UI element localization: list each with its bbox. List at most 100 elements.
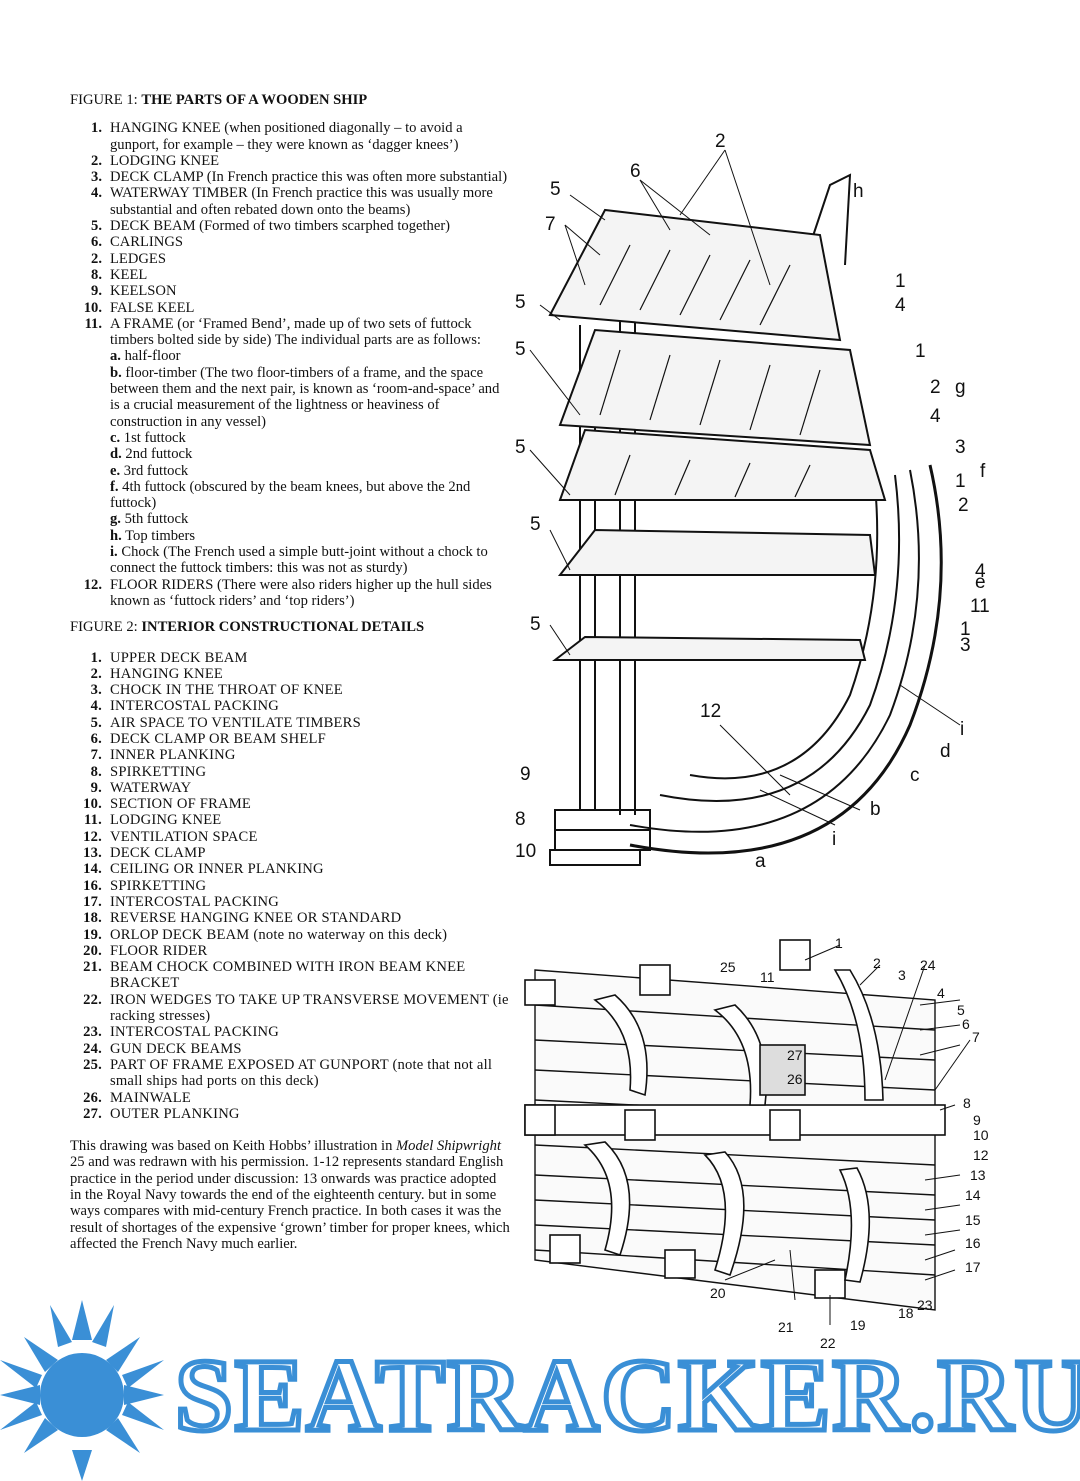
frame-part: h. Top timbers: [110, 527, 196, 544]
watermark-text: SEATRACKER.RU: [175, 1338, 1080, 1453]
decks: [548, 208, 887, 661]
list-item: 2.LODGING KNEE: [91, 152, 220, 169]
callout-label: 1: [835, 935, 843, 951]
callout-label: 6: [630, 161, 641, 182]
callout-label: 6: [962, 1016, 970, 1032]
list-item: 7.INNER PLANKING: [90, 747, 236, 764]
callout-label: 5: [515, 292, 526, 313]
callout-label: 21: [778, 1319, 794, 1335]
callout-label: 10: [515, 841, 536, 862]
callout-label: b: [870, 799, 881, 820]
list-item: 22.IRON WEDGES TO TAKE UP TRANSVERSE MOV…: [83, 991, 509, 1025]
callout-label: 3: [960, 635, 971, 656]
callout-label: g: [955, 377, 966, 398]
callout-label: 1: [955, 471, 966, 492]
callout-label: 2: [930, 377, 941, 398]
list-item: 12.VENTILATION SPACE: [83, 828, 258, 845]
list-item: 2.HANGING KNEE: [90, 665, 224, 682]
list-item: 17.INTERCOSTAL PACKING: [83, 893, 279, 910]
callout-label: 2: [873, 955, 881, 971]
list-item: 8.KEEL: [91, 266, 148, 283]
callout-label: 11: [760, 969, 775, 985]
list-item: 6.DECK CLAMP OR BEAM SHELF: [90, 730, 326, 747]
callout-label: h: [853, 181, 864, 202]
figure2-section: FIGURE 2: INTERIOR CONSTRUCTIONAL DETAIL…: [70, 619, 510, 1122]
list-item: 5.DECK BEAM (Formed of two timbers scarp…: [91, 218, 451, 235]
callout-label: 2: [715, 131, 726, 152]
frame-part: i. Chock (The French used a simple butt-…: [110, 544, 488, 577]
callout-label: d: [940, 741, 951, 762]
list-item: 1.HANGING KNEE (when positioned diagonal…: [91, 120, 463, 153]
callout-label: 10: [973, 1127, 989, 1143]
callout-label: 2: [958, 495, 969, 516]
callout-label: 27: [787, 1047, 803, 1063]
beams-and-knees: [524, 939, 946, 1299]
list-item: 16.SPIRKETTING: [83, 877, 207, 894]
frame-part: a. half-floor: [110, 348, 181, 365]
list-item: 8.SPIRKETTING: [90, 763, 207, 780]
callout-label: 4: [930, 406, 941, 427]
list-item: 13.DECK CLAMP: [83, 845, 206, 862]
list-item: 20.FLOOR RIDER: [83, 942, 208, 959]
callout-label: e: [975, 572, 986, 593]
callout-label: c: [910, 765, 920, 786]
callout-label: 18: [898, 1305, 914, 1321]
callout-label: 11: [970, 596, 990, 617]
callout-label: 4: [975, 561, 986, 582]
figure1-list: 1.HANGING KNEE (when positioned diagonal…: [70, 120, 510, 609]
callout-label: 5: [515, 437, 526, 458]
callout-label: 13: [970, 1167, 986, 1183]
callout-label: 8: [963, 1095, 971, 1111]
callout-label: 22: [820, 1335, 836, 1350]
figure2-title: FIGURE 2: INTERIOR CONSTRUCTIONAL DETAIL…: [70, 619, 425, 636]
callout-label: i: [832, 829, 836, 850]
list-item: 14.CEILING OR INNER PLANKING: [83, 861, 324, 878]
list-item: 3.DECK CLAMP (In French practice this wa…: [91, 169, 508, 186]
carlings-grid: [599, 244, 821, 498]
leader-lines-2: [724, 944, 971, 1325]
figure1-title: FIGURE 1: THE PARTS OF A WOODEN SHIP: [70, 92, 368, 108]
callout-label: 1: [915, 341, 926, 362]
list-item: 27.OUTER PLANKING: [83, 1105, 240, 1122]
callout-label: 12: [973, 1147, 989, 1163]
callout-label: 5: [550, 179, 561, 200]
callout-label: 23: [917, 1297, 933, 1313]
callout-label: 1: [895, 271, 906, 292]
callout-label: 5: [530, 514, 541, 535]
list-item: 11.A FRAME (or ‘Framed Bend’, made up of…: [70, 316, 510, 577]
callout-label: 20: [710, 1285, 726, 1301]
callout-label: 9: [520, 764, 531, 785]
list-item: 19.ORLOP DECK BEAM (note no waterway on …: [83, 926, 448, 943]
list-item: 10.FALSE KEEL: [83, 299, 195, 316]
list-item: 4.WATERWAY TIMBER (In French practice th…: [91, 185, 493, 218]
callout-label: 9: [973, 1112, 981, 1128]
list-item: 9.WATERWAY: [90, 779, 192, 796]
callout-label: 17: [965, 1259, 981, 1275]
list-item: 5.AIR SPACE TO VENTILATE TIMBERS: [90, 714, 361, 731]
list-item: 24.GUN DECK BEAMS: [83, 1040, 242, 1057]
list-item: 23.INTERCOSTAL PACKING: [83, 1024, 279, 1041]
callout-label: i: [960, 719, 964, 740]
list-item: 26.MAINWALE: [83, 1089, 192, 1106]
list-item: 4.INTERCOSTAL PACKING: [90, 698, 279, 715]
callout-label: f: [980, 461, 986, 482]
callout-label: 5: [515, 339, 526, 360]
callout-label: 26: [787, 1071, 803, 1087]
callout-label: 8: [515, 809, 526, 830]
callout-label: a: [755, 851, 766, 872]
leader-lines: [529, 149, 961, 826]
frame-part: e. 3rd futtock: [110, 462, 189, 479]
callout-label: 4: [895, 295, 906, 316]
callout-label: 15: [965, 1212, 981, 1228]
list-item: 10.SECTION OF FRAME: [83, 796, 252, 813]
list-item: 9.KEELSON: [91, 283, 177, 300]
text-column: FIGURE 1: THE PARTS OF A WOODEN SHIP 1.H…: [70, 92, 510, 1267]
list-item: 21.BEAM CHOCK COMBINED WITH IRON BEAM KN…: [83, 959, 466, 992]
list-item: 3.CHOCK IN THE THROAT OF KNEE: [90, 682, 343, 699]
frame-part: f. 4th futtock (obscured by the beam kne…: [110, 478, 471, 512]
